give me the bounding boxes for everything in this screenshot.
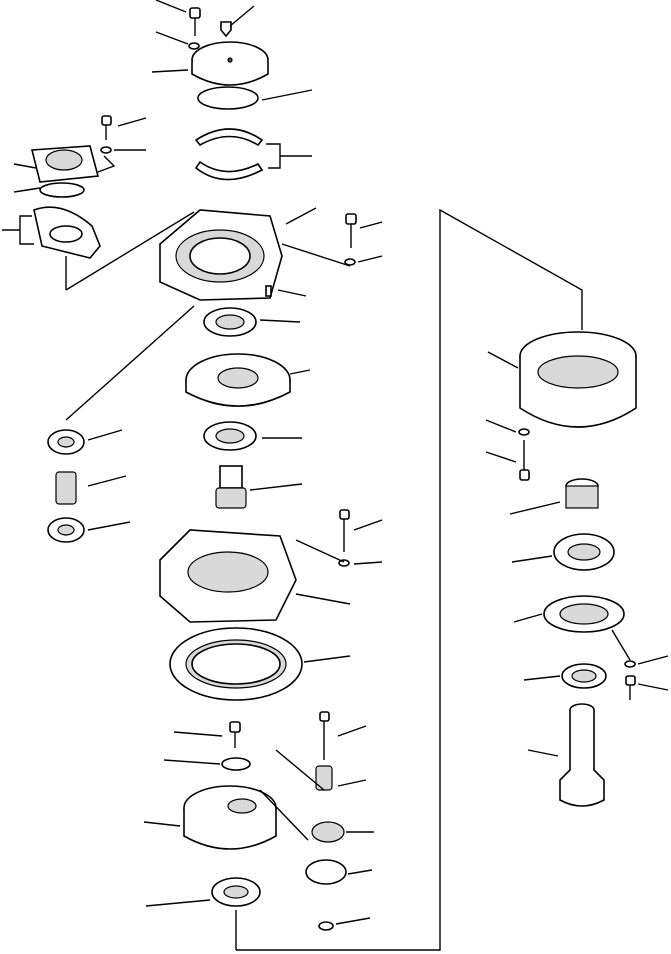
right-housing <box>519 331 637 428</box>
cover-washer <box>624 660 636 668</box>
side-bolt <box>339 509 350 552</box>
small-washer <box>100 146 112 154</box>
small-nut <box>318 921 334 931</box>
middle-bearing <box>203 421 257 451</box>
output-shaft <box>559 703 605 807</box>
left-bearing-lower <box>47 517 85 543</box>
o-ring <box>197 86 259 110</box>
snap-ring-pair <box>194 128 264 181</box>
carrier-bolt <box>229 721 241 748</box>
top-cover <box>191 41 269 86</box>
long-bolt <box>319 711 330 760</box>
upper-housing <box>159 209 283 301</box>
left-bearing-upper <box>47 429 85 455</box>
thrust-washer <box>221 757 251 771</box>
planet-pin <box>315 765 333 791</box>
left-pinion <box>55 471 77 505</box>
ring-gear-upper <box>185 353 291 407</box>
flange-bolt <box>345 213 357 248</box>
pinion-shaft <box>215 465 247 509</box>
upper-bearing <box>203 307 257 337</box>
lower-housing <box>159 529 297 623</box>
large-ring-gear <box>169 627 303 701</box>
right-bearing-lower <box>561 663 607 689</box>
planet-gear <box>311 821 345 843</box>
top-washer <box>188 42 200 50</box>
lower-bracket <box>33 206 101 259</box>
upper-bracket <box>30 145 100 183</box>
right-bolt <box>519 440 530 481</box>
seal-ring <box>39 182 85 198</box>
connector-lines <box>65 155 631 951</box>
leader-lines <box>2 0 669 925</box>
small-bolt <box>101 115 112 140</box>
right-bearing-upper <box>553 533 615 571</box>
cover-bolt <box>625 675 636 700</box>
dowel-pin <box>265 285 272 297</box>
right-washer <box>518 428 530 436</box>
planet-carrier <box>183 785 277 850</box>
planet-bearing <box>305 859 347 885</box>
flange-washer <box>344 258 356 266</box>
bushing <box>565 478 599 509</box>
lower-bearing <box>211 877 261 907</box>
seal-cover <box>543 595 625 633</box>
top-plug <box>220 21 232 38</box>
top-bolt <box>189 7 201 36</box>
